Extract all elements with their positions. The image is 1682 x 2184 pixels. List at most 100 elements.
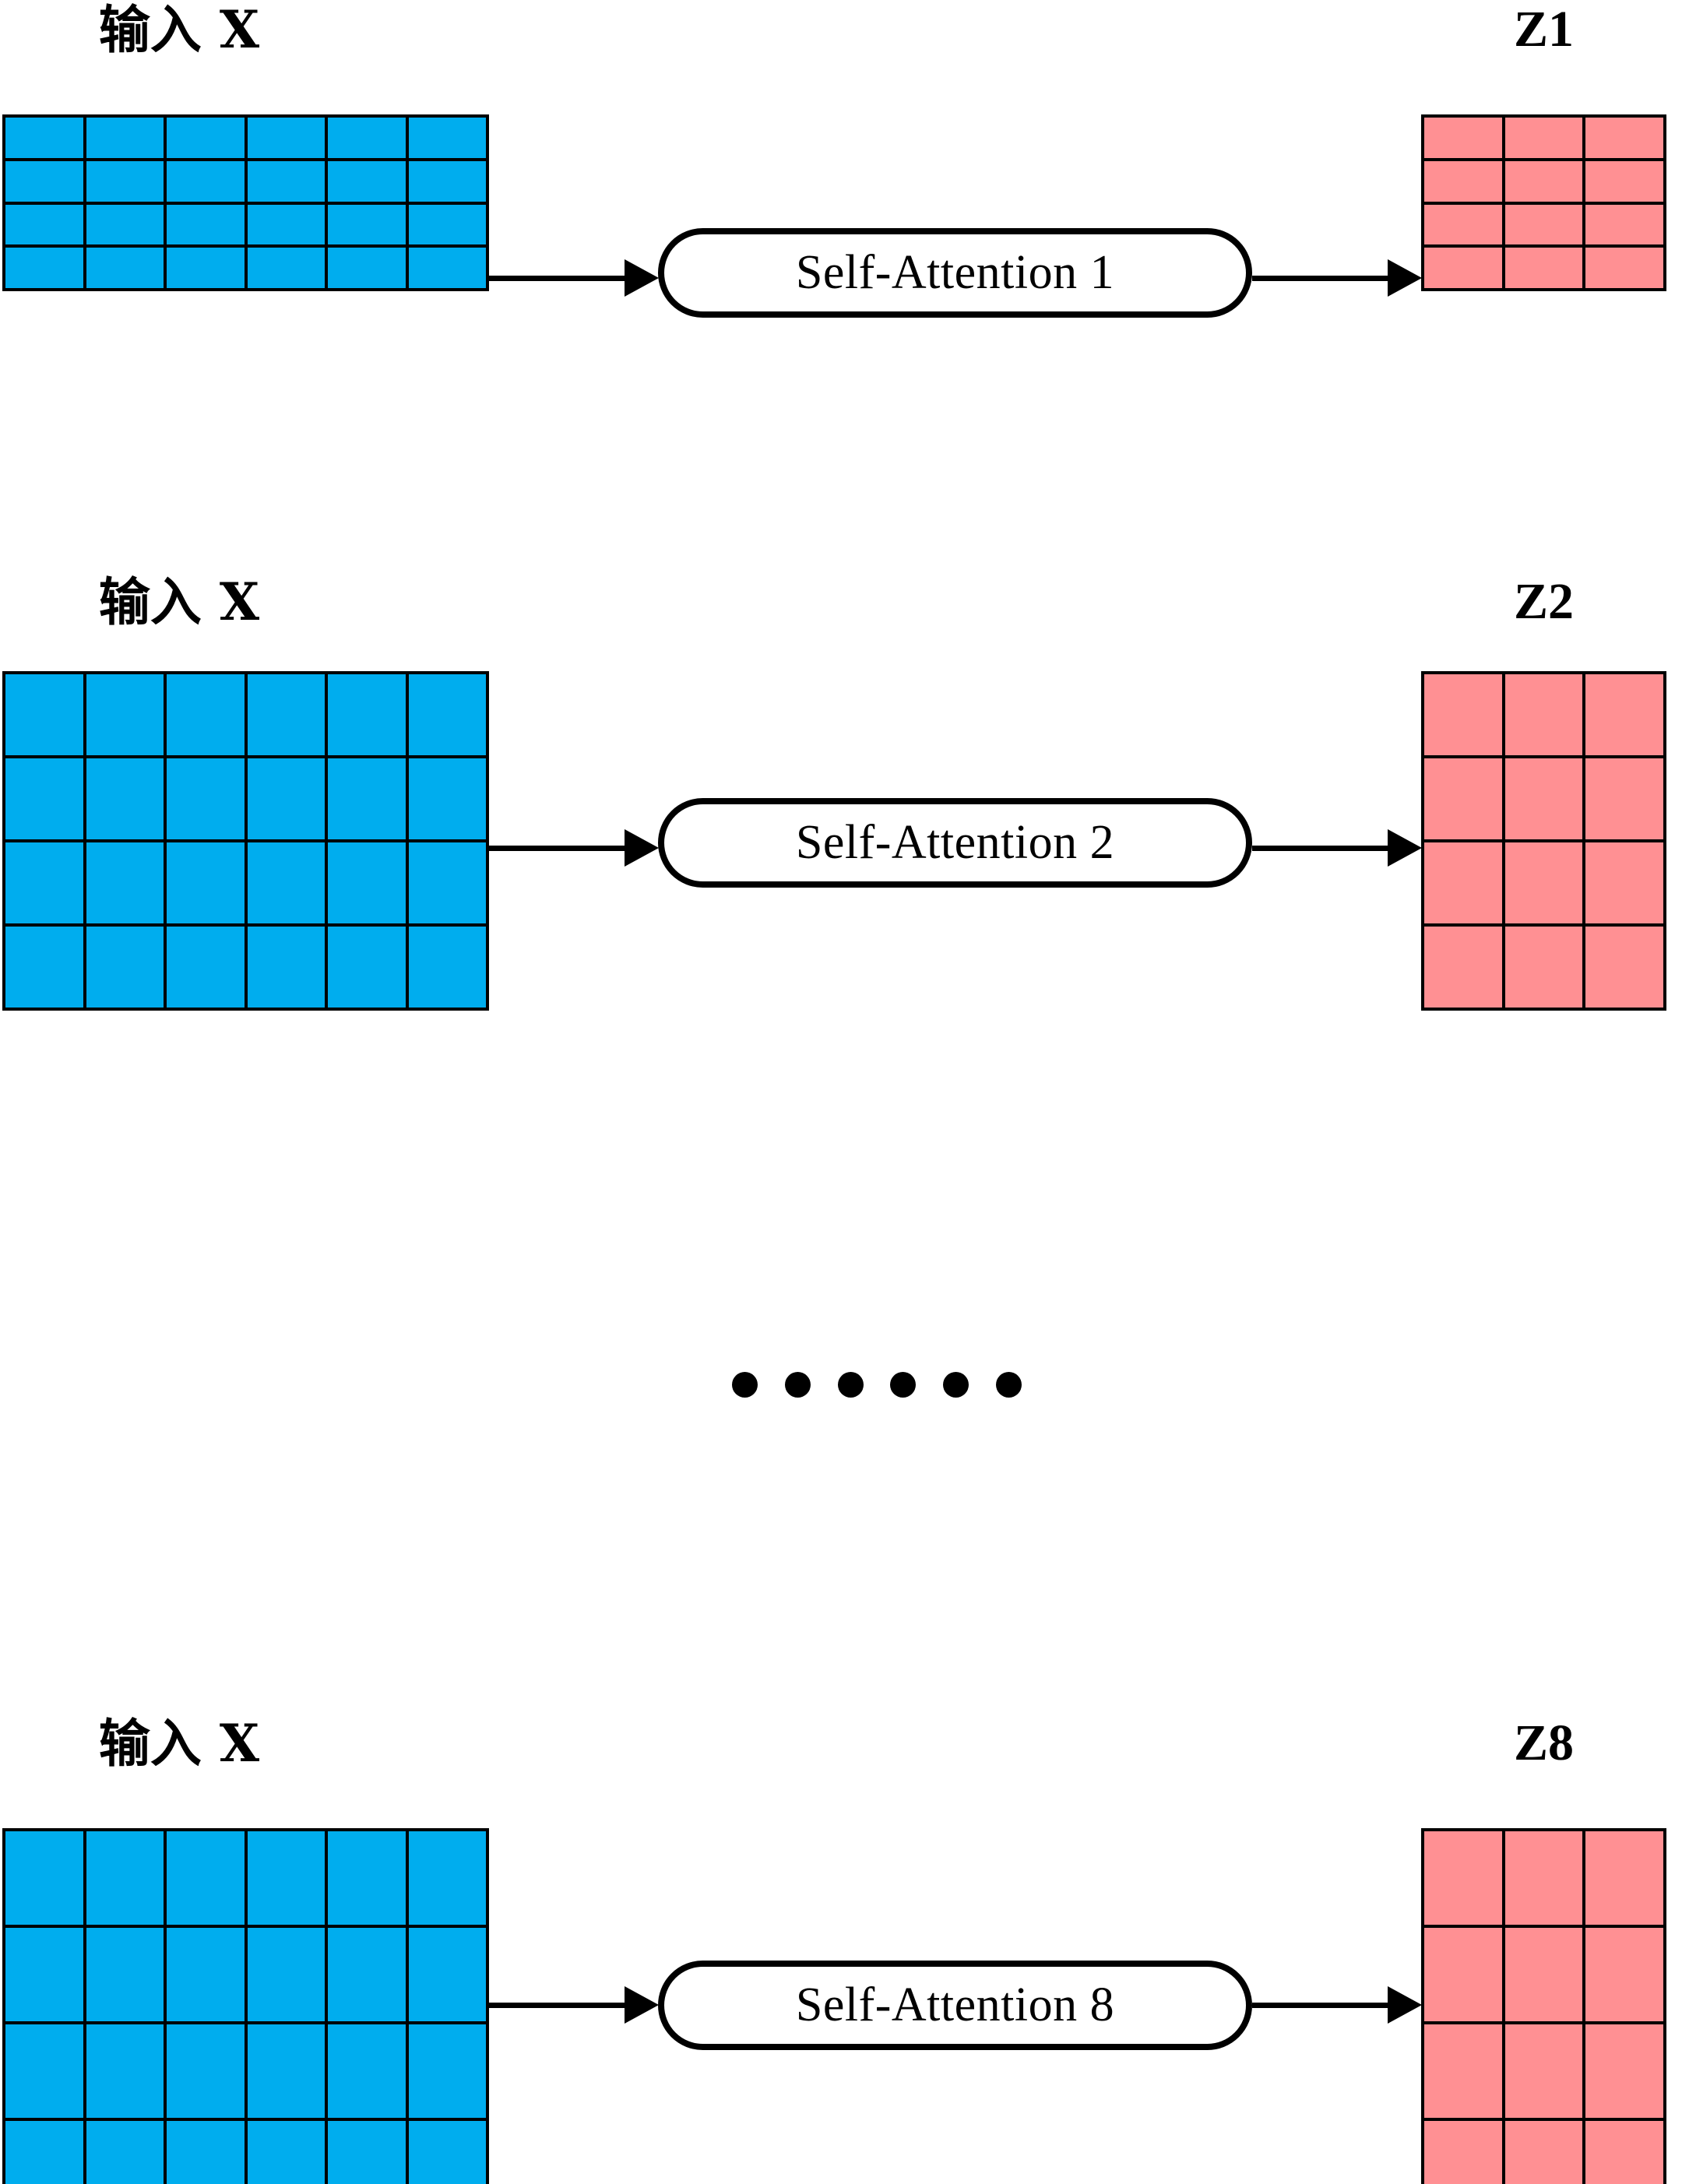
matrix-cell: [247, 2024, 325, 2118]
ellipsis-dot: [837, 1372, 864, 1398]
matrix-cell: [408, 842, 486, 923]
matrix-cell: [328, 2121, 406, 2184]
input-matrix-row2: [2, 671, 489, 1011]
matrix-cell: [408, 758, 486, 839]
matrix-cell: [1585, 674, 1663, 755]
matrix-cell: [247, 927, 325, 1008]
matrix-cell: [86, 674, 164, 755]
matrix-cell: [247, 842, 325, 923]
matrix-cell: [1504, 1831, 1583, 1925]
matrix-cell: [408, 204, 486, 245]
matrix-cell: [86, 927, 164, 1008]
matrix-cell: [1504, 674, 1583, 755]
matrix-cell: [1424, 248, 1502, 288]
output-matrix-row2: [1421, 671, 1666, 1011]
matrix-cell: [86, 842, 164, 923]
matrix-cell: [1585, 1831, 1663, 1925]
matrix-cell: [167, 927, 245, 1008]
matrix-cell: [1424, 758, 1502, 839]
matrix-cell: [1424, 1928, 1502, 2021]
matrix-cell: [167, 248, 245, 288]
matrix-cell: [86, 118, 164, 158]
matrix-cell: [247, 160, 325, 202]
matrix-cell: [1504, 842, 1583, 923]
matrix-cell: [1585, 204, 1663, 245]
matrix-cell: [328, 758, 406, 839]
matrix-cell: [167, 1928, 245, 2021]
matrix-cell: [5, 927, 83, 1008]
matrix-cell: [328, 248, 406, 288]
matrix-cell: [167, 204, 245, 245]
matrix-cell: [247, 758, 325, 839]
matrix-cell: [247, 1831, 325, 1925]
matrix-cell: [1585, 2121, 1663, 2184]
matrix-cell: [328, 842, 406, 923]
output-label-row3: Z8: [1513, 1714, 1575, 1771]
matrix-cell: [1504, 204, 1583, 245]
ellipsis-dots: [732, 1372, 1022, 1398]
matrix-cell: [167, 1831, 245, 1925]
matrix-cell: [86, 1831, 164, 1925]
matrix-cell: [1504, 160, 1583, 202]
matrix-cell: [86, 248, 164, 288]
matrix-cell: [1504, 118, 1583, 158]
self-attention-block-row2[interactable]: Self-Attention 2: [658, 798, 1252, 888]
matrix-cell: [328, 2024, 406, 2118]
input-label-row1: 输入 X: [98, 0, 260, 60]
output-label-row2: Z2: [1513, 573, 1575, 630]
matrix-cell: [86, 2121, 164, 2184]
matrix-cell: [247, 118, 325, 158]
ellipsis-dot: [943, 1372, 969, 1398]
matrix-cell: [167, 160, 245, 202]
input-label-row3: 输入 X: [98, 1713, 260, 1774]
output-label-row1: Z1: [1513, 1, 1575, 58]
matrix-cell: [247, 248, 325, 288]
matrix-cell: [86, 204, 164, 245]
matrix-cell: [408, 248, 486, 288]
matrix-cell: [408, 118, 486, 158]
self-attention-block-row3[interactable]: Self-Attention 8: [658, 1961, 1252, 2050]
matrix-cell: [167, 674, 245, 755]
matrix-cell: [1585, 927, 1663, 1008]
matrix-cell: [328, 674, 406, 755]
matrix-cell: [408, 160, 486, 202]
matrix-cell: [408, 927, 486, 1008]
self-attention-block-row1[interactable]: Self-Attention 1: [658, 228, 1252, 318]
matrix-cell: [86, 160, 164, 202]
matrix-cell: [328, 118, 406, 158]
matrix-cell: [1424, 1831, 1502, 1925]
matrix-cell: [1504, 248, 1583, 288]
matrix-cell: [1504, 2024, 1583, 2118]
matrix-cell: [408, 674, 486, 755]
matrix-cell: [167, 758, 245, 839]
ellipsis-dot: [732, 1372, 758, 1398]
matrix-cell: [5, 204, 83, 245]
matrix-cell: [1424, 2024, 1502, 2118]
matrix-cell: [1504, 758, 1583, 839]
matrix-cell: [1504, 927, 1583, 1008]
matrix-cell: [5, 118, 83, 158]
matrix-cell: [5, 248, 83, 288]
matrix-cell: [328, 1928, 406, 2021]
matrix-cell: [86, 758, 164, 839]
matrix-cell: [1424, 204, 1502, 245]
matrix-cell: [86, 2024, 164, 2118]
matrix-cell: [1424, 927, 1502, 1008]
matrix-cell: [5, 674, 83, 755]
matrix-cell: [1585, 758, 1663, 839]
matrix-cell: [167, 2024, 245, 2118]
matrix-cell: [1585, 2024, 1663, 2118]
matrix-cell: [408, 1831, 486, 1925]
matrix-cell: [1585, 160, 1663, 202]
matrix-cell: [1424, 118, 1502, 158]
matrix-cell: [1424, 674, 1502, 755]
matrix-cell: [5, 842, 83, 923]
self-attention-block-label-row2: Self-Attention 2: [795, 816, 1115, 869]
ellipsis-dot: [995, 1372, 1022, 1398]
matrix-cell: [328, 927, 406, 1008]
matrix-cell: [1504, 1928, 1583, 2021]
input-matrix-row1: [2, 114, 489, 291]
matrix-cell: [5, 160, 83, 202]
matrix-cell: [1585, 118, 1663, 158]
